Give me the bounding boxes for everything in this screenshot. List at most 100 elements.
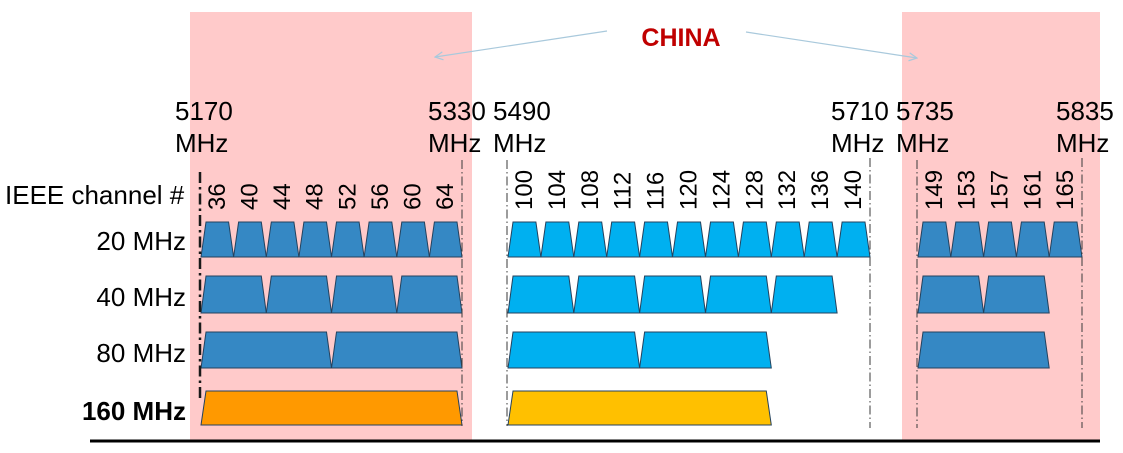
freq-value: 5330 bbox=[428, 96, 486, 126]
row-label: 40 MHz bbox=[96, 282, 186, 312]
freq-label: 5735 MHz bbox=[896, 96, 954, 158]
channel-block-108-108 bbox=[573, 221, 608, 258]
channel-block-40-40 bbox=[233, 221, 267, 258]
freq-unit: MHz bbox=[1056, 128, 1109, 158]
channel-block-100-128 bbox=[507, 390, 772, 426]
freq-value: 5170 bbox=[175, 96, 233, 126]
channel-number: 44 bbox=[269, 183, 296, 210]
channel-block-112-112 bbox=[606, 221, 641, 258]
row-label: 160 MHz bbox=[82, 396, 186, 426]
channel-block-36-36 bbox=[200, 221, 235, 258]
row-label: 80 MHz bbox=[96, 338, 186, 368]
freq-label-group: 5170 MHz 5330 MHz 5490 MHz 5710 MHz 5735… bbox=[175, 96, 1114, 158]
freq-label: 5330 MHz bbox=[428, 96, 486, 158]
channel-block-161-161 bbox=[1015, 221, 1050, 258]
channel-number: 136 bbox=[807, 170, 834, 210]
channel-block-136-136 bbox=[803, 221, 838, 258]
channel-block-64-64 bbox=[428, 221, 463, 258]
channel-block-116-128 bbox=[639, 331, 772, 369]
freq-value: 5490 bbox=[493, 96, 551, 126]
channel-block-100-100 bbox=[507, 221, 542, 258]
freq-unit: MHz bbox=[493, 128, 546, 158]
freq-label: 5710 MHz bbox=[831, 96, 889, 158]
row-40-mhz: 40 MHz bbox=[96, 275, 1050, 314]
freq-unit: MHz bbox=[175, 128, 228, 158]
channel-number: 140 bbox=[840, 170, 867, 210]
channel-number: 40 bbox=[236, 183, 263, 210]
channel-axis-label: IEEE channel # bbox=[5, 180, 185, 210]
channel-number: 112 bbox=[610, 172, 637, 210]
channel-number: 52 bbox=[334, 183, 361, 210]
channel-block-52-56 bbox=[330, 275, 398, 314]
row-160-mhz: 160 MHz bbox=[82, 390, 772, 426]
channel-block-124-128 bbox=[704, 275, 772, 314]
channel-block-149-161 bbox=[917, 331, 1050, 369]
channel-number: 132 bbox=[774, 170, 801, 210]
region-label: CHINA bbox=[641, 24, 720, 52]
channel-number: 104 bbox=[544, 170, 571, 210]
channel-block-44-44 bbox=[265, 221, 300, 258]
channel-block-60-60 bbox=[396, 221, 430, 258]
channel-number: 120 bbox=[676, 170, 703, 210]
freq-label: 5170 MHz bbox=[175, 96, 233, 158]
channel-number: 161 bbox=[1019, 170, 1046, 210]
channel-block-100-112 bbox=[507, 331, 641, 369]
channel-block-104-104 bbox=[540, 221, 575, 258]
channel-block-48-48 bbox=[298, 221, 333, 258]
freq-label: 5490 MHz bbox=[493, 96, 551, 158]
left-arrow-icon bbox=[435, 30, 608, 57]
channel-block-36-64 bbox=[200, 390, 463, 426]
channel-block-60-64 bbox=[396, 275, 463, 314]
channel-number: 149 bbox=[921, 170, 948, 210]
channel-number: 36 bbox=[204, 183, 231, 210]
freq-label: 5835 MHz bbox=[1056, 96, 1114, 158]
channel-block-52-64 bbox=[330, 331, 463, 369]
channel-number: 153 bbox=[954, 170, 981, 210]
channel-block-56-56 bbox=[363, 221, 398, 258]
freq-value: 5735 bbox=[896, 96, 954, 126]
freq-value: 5710 bbox=[831, 96, 889, 126]
row-20-mhz: 20 MHz bbox=[96, 221, 1083, 258]
row-blocks bbox=[200, 221, 1083, 258]
channel-block-128-128 bbox=[737, 221, 772, 258]
row-80-mhz: 80 MHz bbox=[96, 331, 1050, 369]
band-edge-lines bbox=[198, 158, 1083, 428]
channel-number: 116 bbox=[643, 172, 670, 210]
channel-number: 64 bbox=[432, 183, 459, 210]
row-label: 20 MHz bbox=[96, 226, 186, 256]
channel-number: 124 bbox=[708, 170, 735, 210]
channel-number: 108 bbox=[577, 170, 604, 210]
channel-block-153-153 bbox=[950, 221, 985, 258]
channel-block-44-48 bbox=[265, 275, 333, 314]
channel-block-52-52 bbox=[330, 221, 365, 258]
channel-block-140-140 bbox=[836, 221, 871, 258]
channel-block-132-136 bbox=[770, 275, 838, 314]
channel-number: 56 bbox=[367, 183, 394, 210]
channel-number: 157 bbox=[987, 170, 1014, 210]
channel-block-165-165 bbox=[1048, 221, 1083, 258]
channel-number: 128 bbox=[741, 170, 768, 210]
row-blocks bbox=[200, 275, 1050, 314]
china-band-highlight bbox=[190, 12, 472, 440]
channel-number: 60 bbox=[400, 183, 427, 210]
freq-value: 5835 bbox=[1056, 96, 1114, 126]
channel-block-120-120 bbox=[671, 221, 707, 258]
channel-block-132-132 bbox=[770, 221, 805, 258]
channel-number: 165 bbox=[1052, 170, 1079, 210]
channel-block-149-153 bbox=[917, 275, 985, 314]
channel-number: 100 bbox=[511, 170, 538, 210]
channel-block-124-124 bbox=[704, 221, 739, 258]
channel-block-157-157 bbox=[983, 221, 1017, 258]
freq-unit: MHz bbox=[831, 128, 884, 158]
channel-number: 48 bbox=[302, 183, 329, 210]
channel-block-36-40 bbox=[200, 275, 267, 314]
freq-unit: MHz bbox=[896, 128, 949, 158]
channel-block-157-161 bbox=[983, 275, 1050, 314]
channel-block-116-116 bbox=[639, 221, 674, 258]
right-arrow-icon bbox=[745, 31, 917, 58]
row-blocks bbox=[200, 390, 772, 426]
channel-block-116-120 bbox=[639, 275, 707, 314]
freq-unit: MHz bbox=[428, 128, 481, 158]
